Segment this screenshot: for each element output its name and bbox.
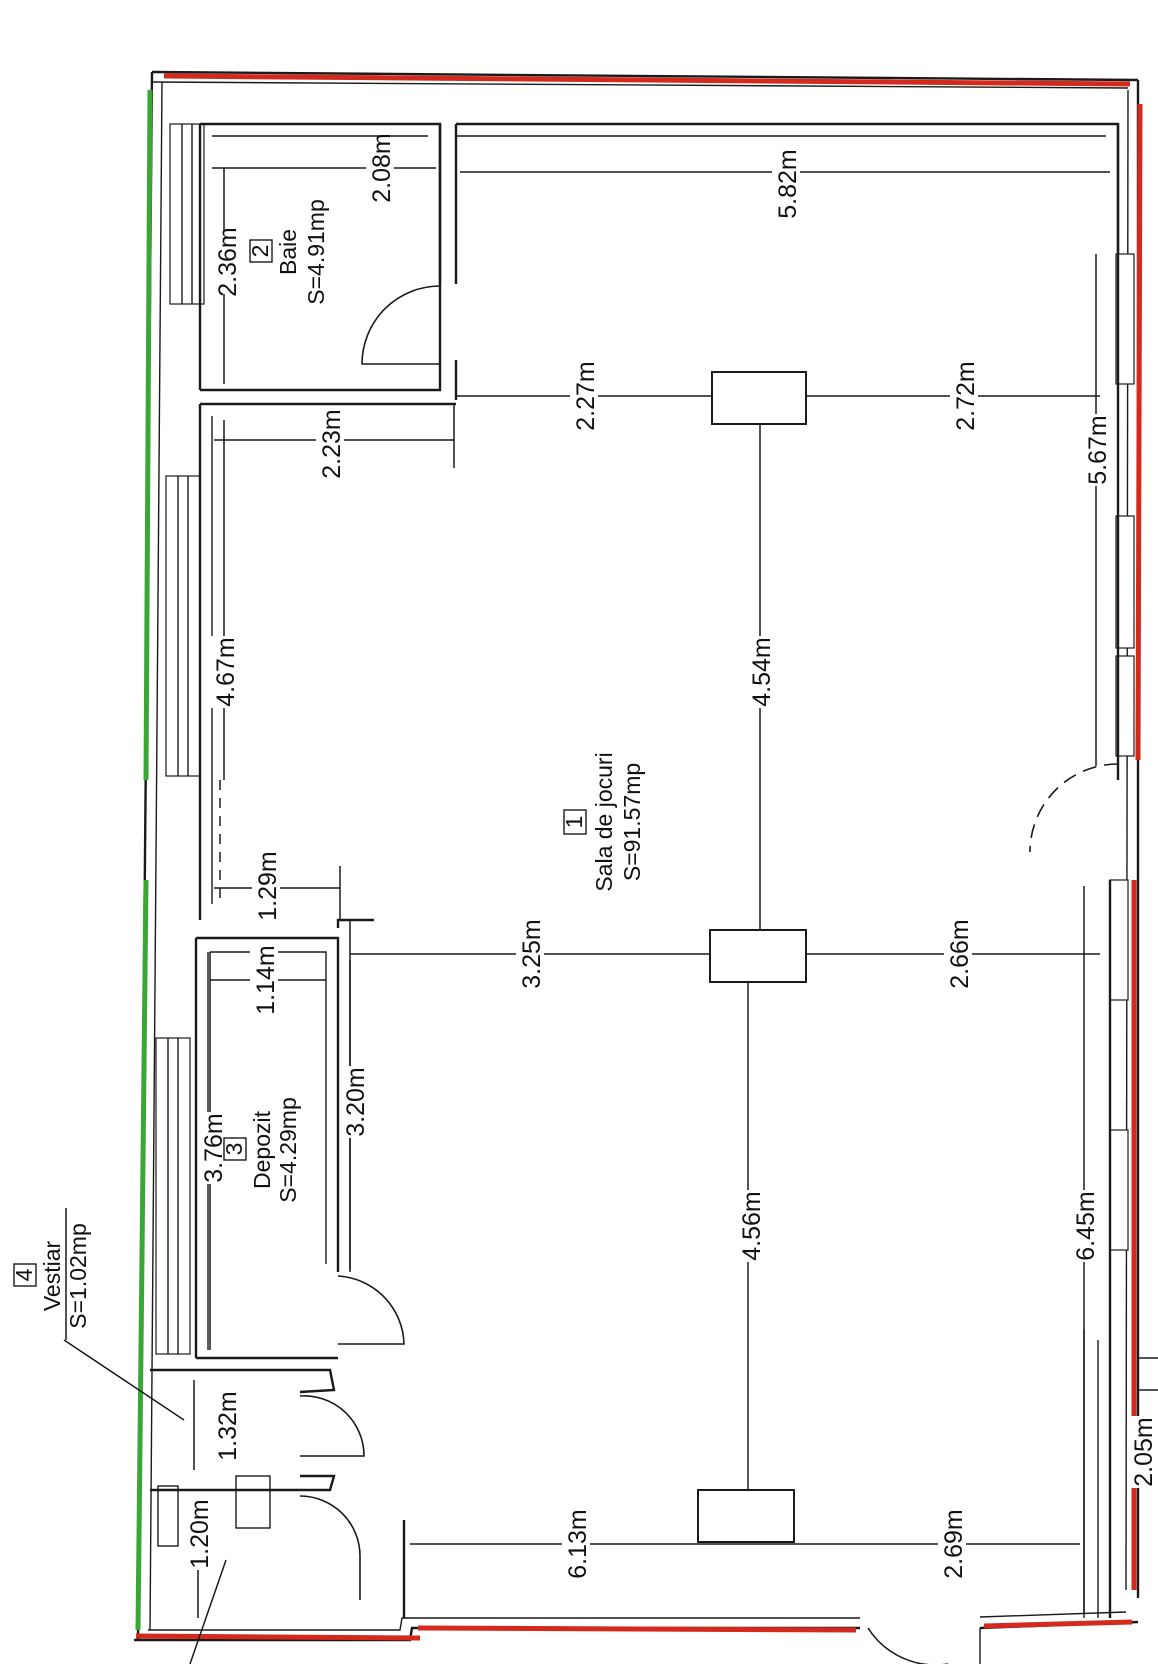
dimension-labels: 5.82m 2.08m 2.36m 2.27m 2.72m 2.23m 5.67… — [184, 133, 1158, 1580]
dim-2-27: 2.27m — [572, 361, 600, 430]
exterior-walls — [134, 70, 1158, 1664]
doors — [219, 285, 1119, 1664]
dim-4-56: 4.56m — [738, 1191, 766, 1260]
window-right-4 — [1109, 879, 1129, 1001]
door-vestiar — [299, 1395, 365, 1457]
pillars — [697, 371, 807, 1543]
dim-3-25: 3.25m — [518, 919, 546, 988]
window-left-1 — [169, 123, 205, 305]
green-marker-left-upper — [143, 89, 153, 781]
room-storage-name: Depozit — [249, 1110, 275, 1189]
dim-5-82: 5.82m — [774, 149, 802, 218]
dim-2-05: 2.05m — [1130, 1417, 1158, 1486]
pillar-bottom — [697, 1489, 795, 1543]
dim-1-32: 1.32m — [214, 1391, 242, 1460]
dimension-lines — [63, 167, 1110, 1664]
room-main-number: 1 — [561, 816, 587, 829]
door-exit — [867, 1627, 948, 1664]
dim-6-45: 6.45m — [1072, 1191, 1100, 1260]
dim-4-54: 4.54m — [748, 637, 776, 706]
room-locker-name: Vestiar — [39, 1241, 65, 1312]
dim-3-20: 3.20m — [342, 1067, 370, 1136]
door-bath — [361, 285, 441, 365]
dim-1-29: 1.29m — [254, 851, 282, 920]
dim-1-14: 1.14m — [252, 945, 280, 1014]
room-bath-name: Baie — [275, 229, 301, 275]
window-right-3 — [1115, 655, 1135, 757]
interior-walls — [150, 122, 1120, 1618]
green-marker-left-lower — [135, 879, 149, 1631]
room-storage-label: 3 Depozit S=4.29mp — [221, 1097, 301, 1203]
window-right-1 — [1115, 253, 1135, 385]
room-storage-number: 3 — [221, 1143, 247, 1156]
room-main-label: 1 Sala de jocuri S=91.57mp — [561, 752, 645, 891]
door-main — [1029, 763, 1119, 853]
dim-2-23: 2.23m — [318, 409, 346, 478]
marker-lines — [135, 73, 1143, 1641]
room-storage-area: S=4.29mp — [275, 1097, 301, 1203]
room-bath-label: 2 Baie S=4.91mp — [247, 199, 329, 305]
red-marker-bottom-right — [983, 1619, 1133, 1629]
red-marker-bottom-left — [135, 1633, 421, 1641]
window-right-2 — [1115, 515, 1135, 649]
dim-2-08: 2.08m — [368, 133, 396, 202]
dim-4-67: 4.67m — [212, 637, 240, 706]
room-locker-label: 4 Vestiar S=1.02mp — [11, 1223, 91, 1329]
room-main-area: S=91.57mp — [619, 763, 645, 881]
dim-2-36: 2.36m — [214, 227, 242, 296]
red-marker-top — [163, 73, 1131, 87]
dim-2-69: 2.69m — [940, 1509, 968, 1578]
door-entry — [299, 1495, 361, 1600]
windows — [155, 123, 1135, 1355]
room-main-name: Sala de jocuri — [591, 752, 617, 891]
room-bath-area: S=4.91mp — [303, 199, 329, 305]
red-marker-bottom-mid — [417, 1625, 857, 1633]
pillar-middle — [709, 929, 807, 983]
dim-1-20: 1.20m — [186, 1499, 214, 1568]
room-locker-number: 4 — [11, 1268, 37, 1281]
window-right-5 — [1109, 1129, 1129, 1251]
room-locker-area: S=1.02mp — [65, 1223, 91, 1329]
room-bath-number: 2 — [247, 245, 273, 258]
dim-6-13: 6.13m — [564, 1509, 592, 1578]
window-left-2 — [165, 475, 201, 777]
dim-5-67: 5.67m — [1084, 415, 1112, 484]
dim-2-66: 2.66m — [946, 919, 974, 988]
door-storage — [337, 1275, 405, 1345]
pillar-top — [711, 371, 807, 425]
room-labels: 2 Baie S=4.91mp 1 Sala de jocuri S=91.57… — [11, 199, 645, 1329]
dim-2-72: 2.72m — [952, 361, 980, 430]
red-marker-right-upper — [1135, 103, 1143, 761]
window-left-3 — [155, 1037, 191, 1355]
